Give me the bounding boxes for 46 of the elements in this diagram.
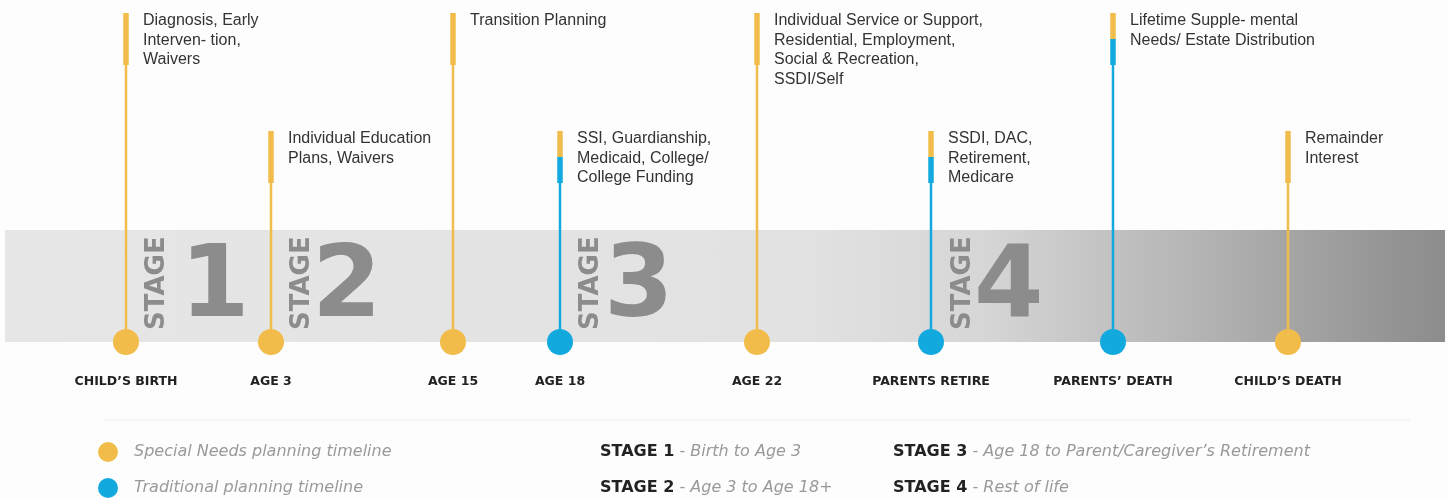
timeline-stem: [557, 131, 563, 329]
stage-watermark: STAGE: [140, 236, 170, 330]
stage-description: STAGE 4 - Rest of life: [893, 477, 1069, 496]
milestone-note: Remainder Interest: [1288, 128, 1425, 167]
timeline-dot: [1100, 329, 1126, 355]
timeline-stem: [268, 131, 274, 329]
milestone-label: PARENTS RETIRE: [872, 373, 990, 388]
timeline-dot: [744, 329, 770, 355]
timeline-stem: [754, 13, 760, 329]
timeline-dot: [1275, 329, 1301, 355]
legend-text: Traditional planning timeline: [134, 477, 364, 496]
timeline-dot: [258, 329, 284, 355]
stage-description: STAGE 1 - Birth to Age 3: [600, 441, 802, 460]
stage-number: 1: [180, 232, 250, 332]
timeline-stem: [450, 13, 456, 329]
stage-watermark: STAGE: [285, 236, 315, 330]
milestone-label: CHILD’S DEATH: [1234, 373, 1342, 388]
milestone-label: CHILD’S BIRTH: [74, 373, 178, 388]
milestone-label: AGE 22: [731, 373, 783, 388]
timeline-dot: [113, 329, 139, 355]
milestone-label: PARENTS’ DEATH: [1053, 373, 1173, 388]
milestone-note: SSI, Guardianship, Medicaid, College/ College Funding: [560, 128, 747, 187]
timeline-stem: [123, 13, 129, 329]
milestone-label: AGE 15: [427, 373, 479, 388]
milestone-note: SSDI, DAC, Retirement, Medicare: [931, 128, 1088, 187]
milestone-note: Diagnosis, Early Interven- tion, Waivers: [126, 10, 283, 69]
timeline-dot: [440, 329, 466, 355]
stage-watermark: STAGE: [946, 236, 976, 330]
stage-number: 2: [312, 232, 382, 332]
timeline-stem: [928, 131, 934, 329]
timeline-stem: [1110, 13, 1116, 329]
stage-number: 4: [974, 232, 1044, 332]
timeline-dot: [918, 329, 944, 355]
timeline-stem: [1285, 131, 1291, 329]
milestone-note: Individual Service or Support, Residential, Employment, Social & Recreation, SSDI/Self: [757, 10, 984, 88]
milestone-label: AGE 3: [250, 373, 292, 388]
milestone-note: Transition Planning: [453, 10, 670, 30]
milestone-note: Lifetime Supple- mental Needs/ Estate Distribution: [1113, 10, 1340, 49]
milestone-label: AGE 18: [534, 373, 586, 388]
stage-description: STAGE 2 - Age 3 to Age 18+: [600, 477, 833, 496]
stage-number: 3: [604, 232, 674, 332]
milestone-note: Individual Education Plans, Waivers: [271, 128, 438, 167]
stage-description: STAGE 3 - Age 18 to Parent/Caregiver’s Retirement: [893, 441, 1310, 460]
stage-watermark: STAGE: [574, 236, 604, 330]
timeline-dot: [547, 329, 573, 355]
legend-text: Special Needs planning timeline: [134, 441, 392, 460]
